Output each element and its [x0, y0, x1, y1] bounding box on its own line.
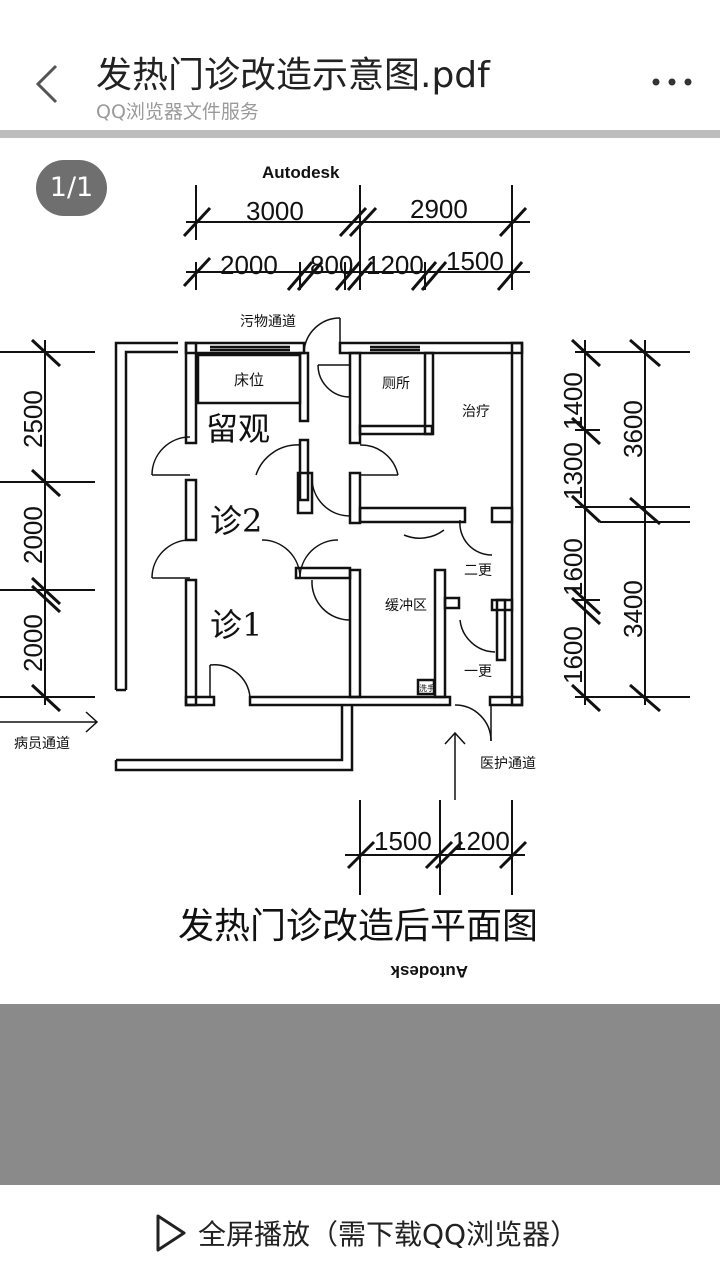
passage-patient: 病员通道: [14, 736, 70, 752]
back-button[interactable]: [22, 50, 72, 110]
room-clinic1: 诊1: [210, 606, 262, 644]
dim-left-2000b: 2000: [18, 614, 48, 672]
dim-1200: 1200: [366, 250, 424, 280]
play-icon: [156, 1214, 186, 1252]
chevron-left-icon: [35, 64, 58, 104]
page-indicator: 1/1: [36, 160, 107, 216]
dim-3000: 3000: [246, 196, 304, 226]
dim-left-2000a: 2000: [18, 506, 48, 564]
more-button[interactable]: [648, 64, 696, 100]
viewer-background: [0, 1004, 720, 1185]
pdf-page[interactable]: 3000 2900 2000 800 1200 1500 1500 1200 2…: [0, 138, 720, 1004]
dim-2900: 2900: [410, 194, 468, 224]
dim-2000: 2000: [220, 250, 278, 280]
dim-right-1600a: 1600: [558, 538, 588, 596]
dim-left-2500: 2500: [18, 390, 48, 448]
dim-bottom-1200: 1200: [452, 826, 510, 856]
room-change1: 一更: [464, 664, 492, 680]
dim-800: 800: [310, 250, 353, 280]
dim-right-1300: 1300: [558, 442, 588, 500]
dim-1500: 1500: [446, 246, 504, 276]
watermark-top: Autodesk: [262, 163, 340, 182]
document-source: QQ浏览器文件服务: [96, 101, 259, 123]
passage-dirty: 污物通道: [240, 314, 296, 330]
floor-plan-drawing: 3000 2900 2000 800 1200 1500 1500 1200 2…: [0, 163, 690, 981]
room-wash: 洗手: [419, 683, 435, 693]
room-change2: 二更: [464, 563, 492, 579]
dim-right-1600b: 1600: [558, 626, 588, 684]
watermark-bottom: Autodesk: [390, 962, 468, 981]
dim-right-1400: 1400: [558, 372, 588, 430]
dim-bottom-1500: 1500: [374, 826, 432, 856]
room-observation: 留观: [206, 410, 270, 448]
dim-right-3600: 3600: [618, 400, 648, 458]
fullscreen-play-button[interactable]: 全屏播放（需下载QQ浏览器）: [150, 1205, 578, 1261]
room-clinic2: 诊2: [210, 502, 262, 540]
header: 发热门诊改造示意图.pdf QQ浏览器文件服务: [0, 0, 720, 130]
document-title: 发热门诊改造示意图.pdf: [96, 55, 490, 96]
room-treatment: 治疗: [462, 404, 490, 420]
passage-medical: 医护通道: [480, 756, 536, 772]
dim-right-3400: 3400: [618, 580, 648, 638]
fullscreen-play-label: 全屏播放（需下载QQ浏览器）: [198, 1218, 579, 1251]
room-buffer: 缓冲区: [385, 598, 427, 614]
header-divider: [0, 130, 720, 138]
room-bed: 床位: [234, 371, 264, 389]
footer: 全屏播放（需下载QQ浏览器）: [0, 1185, 720, 1280]
more-dots-icon: [652, 78, 692, 86]
drawing-caption: 发热门诊改造后平面图: [178, 906, 538, 947]
room-toilet: 厕所: [382, 376, 410, 392]
